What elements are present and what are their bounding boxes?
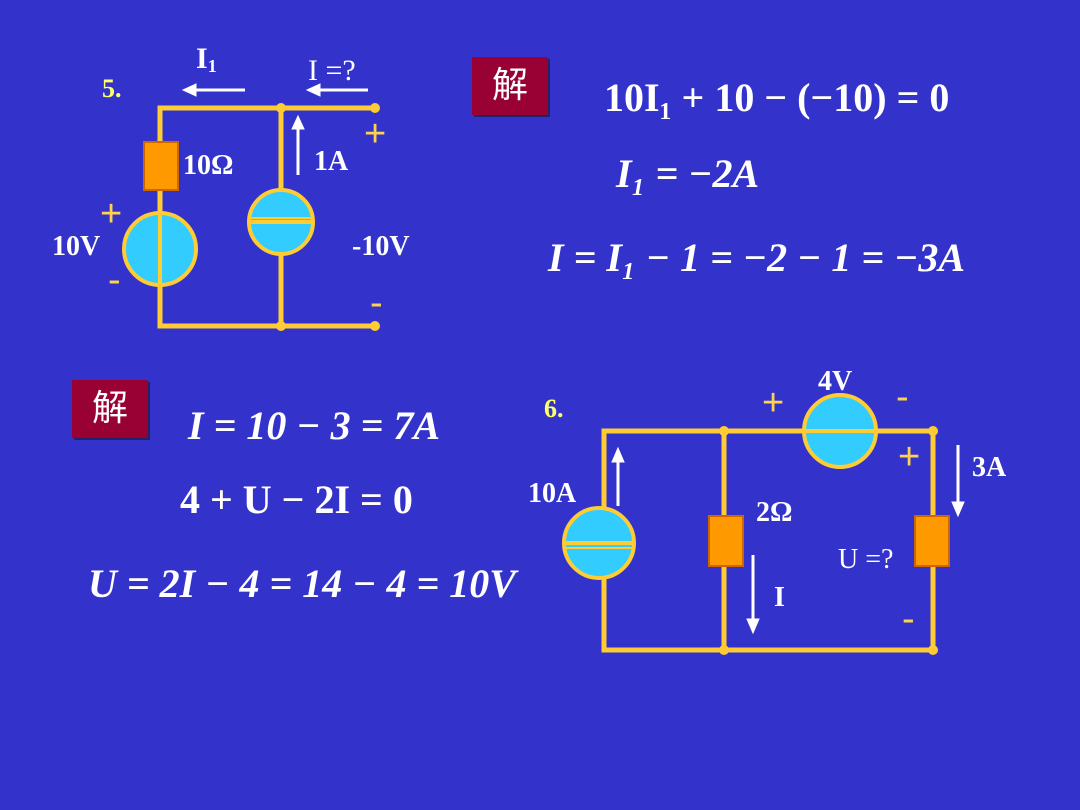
plus-sign-4v: + <box>762 382 785 424</box>
voltage-source-4v <box>802 393 878 469</box>
label-current-3a: 3A <box>972 452 1007 483</box>
plus-sign-10v: + <box>100 193 123 235</box>
problem-6-number: 6. <box>544 394 564 423</box>
problem-5-number: 5. <box>102 74 122 103</box>
solution-badge-6: 解 <box>72 380 148 438</box>
equation-6-3: U = 2I − 4 = 14 − 4 = 10V <box>88 561 516 606</box>
resistor-10ohm <box>143 141 179 191</box>
equation-5-1: 10I₁ + 10 − (−10) = 0 <box>604 75 950 120</box>
arrow-10a <box>611 446 625 506</box>
current-source-10a <box>562 506 636 580</box>
resistor-load <box>914 515 950 567</box>
arrow-3a <box>951 445 965 518</box>
label-source-1a: 1A <box>314 146 349 177</box>
minus-sign-u: - <box>902 598 915 640</box>
circuit-5-nodes <box>276 103 380 331</box>
label-resistor-2ohm: 2Ω <box>756 497 793 528</box>
equation-6-1: I = 10 − 3 = 7A <box>188 403 441 448</box>
minus-sign-10v: - <box>108 259 121 301</box>
arrow-i-2ohm <box>746 555 760 635</box>
arrow-1a <box>291 114 305 175</box>
equation-5-2: I₁ = −2A <box>616 151 760 196</box>
label-source-4v: 4V <box>818 366 853 397</box>
arrow-i1 <box>181 83 245 97</box>
label-resistor-10ohm: 10Ω <box>183 150 234 181</box>
label-source-10a: 10A <box>528 478 577 509</box>
plus-sign-u: + <box>898 436 921 478</box>
resistor-2ohm <box>708 515 744 567</box>
circuit-6-nodes <box>719 426 938 655</box>
solution-badge-5: 解 <box>472 57 548 115</box>
equation-6-2: 4 + U − 2I = 0 <box>180 477 413 522</box>
label-i-unknown: I =? <box>308 54 356 87</box>
current-source-1a <box>247 188 315 256</box>
label-current-i: I <box>774 582 785 613</box>
voltage-source-10v <box>122 211 198 287</box>
label-source-10v: 10V <box>52 231 101 262</box>
minus-sign-4v: - <box>896 376 909 418</box>
label-i1: I1 <box>196 42 217 76</box>
label-terminal-voltage: -10V <box>352 231 410 262</box>
plus-sign-terminal: + <box>364 113 387 155</box>
label-voltage-unknown: U =? <box>838 544 894 575</box>
minus-sign-terminal: - <box>370 282 383 324</box>
equation-5-3: I = I₁ − 1 = −2 − 1 = −3A <box>548 235 966 280</box>
arrow-i <box>305 83 368 97</box>
circuit-6-wires <box>601 428 936 653</box>
